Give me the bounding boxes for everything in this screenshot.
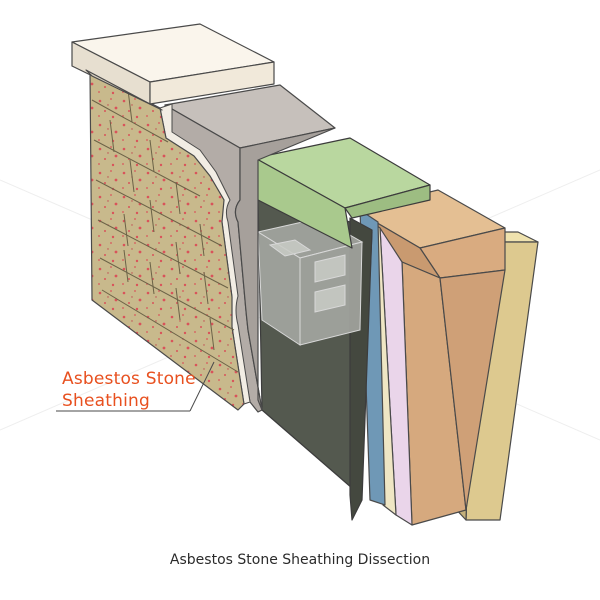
callout-line-1: Asbestos Stone [62,369,196,389]
callout-label: Asbestos Stone Sheathing [62,368,196,412]
callout-leader [56,361,215,412]
brick-wall [89,71,245,411]
grey-sheath [164,84,336,413]
green-cap [254,137,431,249]
diagram-caption: Asbestos Stone Sheathing Dissection [169,552,431,568]
callout-line-2: Sheathing [62,391,150,411]
stone-cap [71,23,275,111]
